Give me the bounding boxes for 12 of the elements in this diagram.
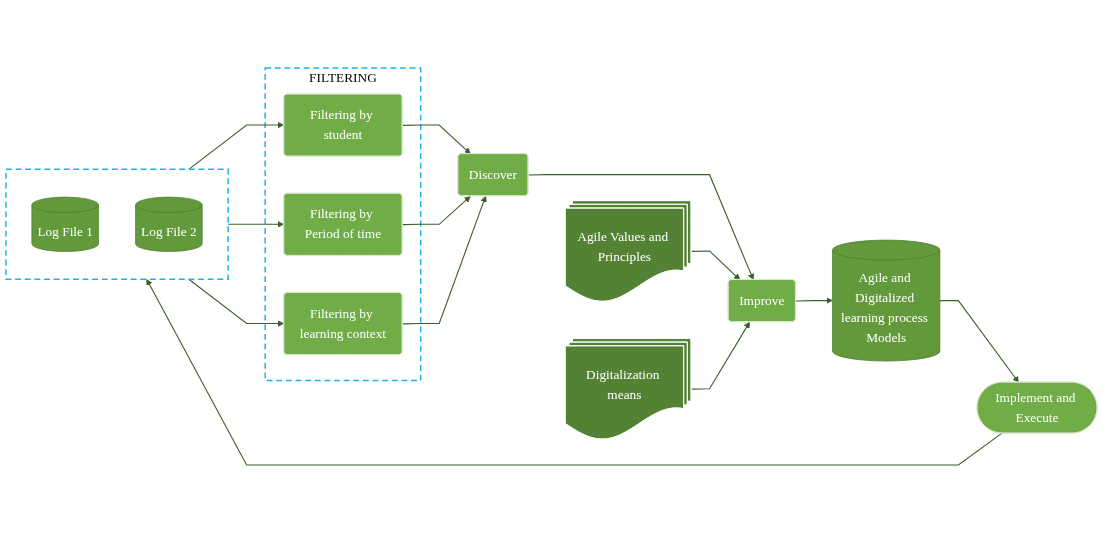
arrow [939,300,1019,383]
arrow [795,297,833,304]
cluster [5,168,229,280]
arrow [690,250,741,281]
arrow [188,278,284,327]
arrow [402,195,471,226]
arrow [188,121,284,170]
arrow [690,321,750,390]
arrow [402,124,471,155]
arrow [146,278,1003,466]
arrow [402,195,487,325]
arrow [527,174,755,281]
